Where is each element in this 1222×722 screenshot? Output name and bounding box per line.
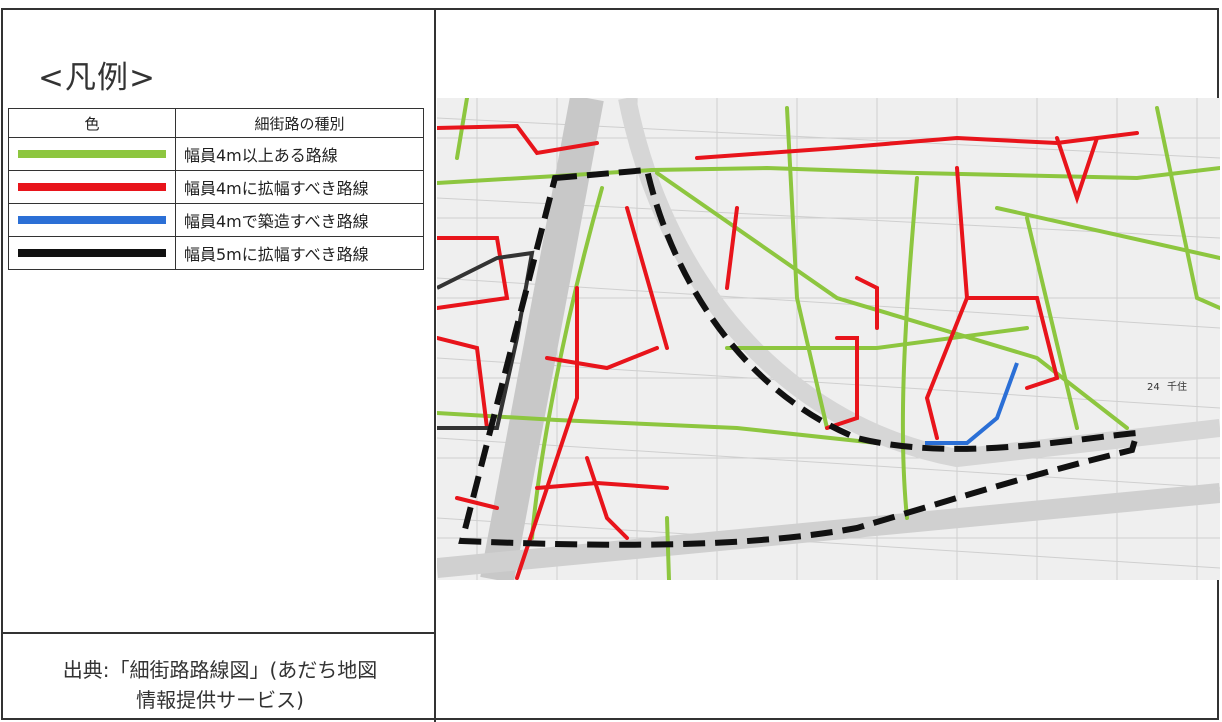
source-line-2: 情報提供サービス) [136,688,304,712]
roads-widen-4m [437,123,1139,580]
legend-row: 幅員5mに拡幅すべき路線 [8,236,424,270]
roads-4m-plus [437,98,1220,580]
legend-label: 幅員4mで築造すべき路線 [175,203,424,237]
legend-row: 幅員4mに拡幅すべき路線 [8,170,424,204]
legend-table: 色 細街路の種別 幅員4m以上ある路線 幅員4mに拡幅すべき路線 幅員4mで築造… [8,108,424,270]
vertical-divider [434,8,436,722]
legend-header-row: 色 細街路の種別 [8,108,424,138]
legend-header-type: 細街路の種別 [175,108,424,138]
road-construct-4m [925,362,1019,445]
map-label-24: 24 [1147,382,1160,393]
source-credit: 出典:「細街路路線図」(あだち地図 情報提供サービス) [20,655,420,715]
legend-label: 幅員4m以上ある路線 [175,137,424,171]
legend-row: 幅員4mで築造すべき路線 [8,203,424,237]
legend-title: <凡例> [38,60,156,96]
legend-row: 幅員4m以上ある路線 [8,137,424,171]
legend-swatch-blue [8,203,176,237]
legend-label: 幅員5mに拡幅すべき路線 [175,236,424,270]
source-line-1: 出典:「細街路路線図」(あだち地図 [62,658,378,682]
horizontal-divider [1,632,436,634]
street-map-svg: 24 千住 [437,98,1220,580]
legend-header-color: 色 [8,108,176,138]
street-map: 24 千住 [437,98,1220,580]
map-label-senju: 千住 [1167,380,1187,393]
legend-label: 幅員4mに拡幅すべき路線 [175,170,424,204]
legend-swatch-green [8,137,176,171]
target-area-boundary [458,166,1142,548]
legend-swatch-red [8,170,176,204]
legend-swatch-black [8,236,176,270]
